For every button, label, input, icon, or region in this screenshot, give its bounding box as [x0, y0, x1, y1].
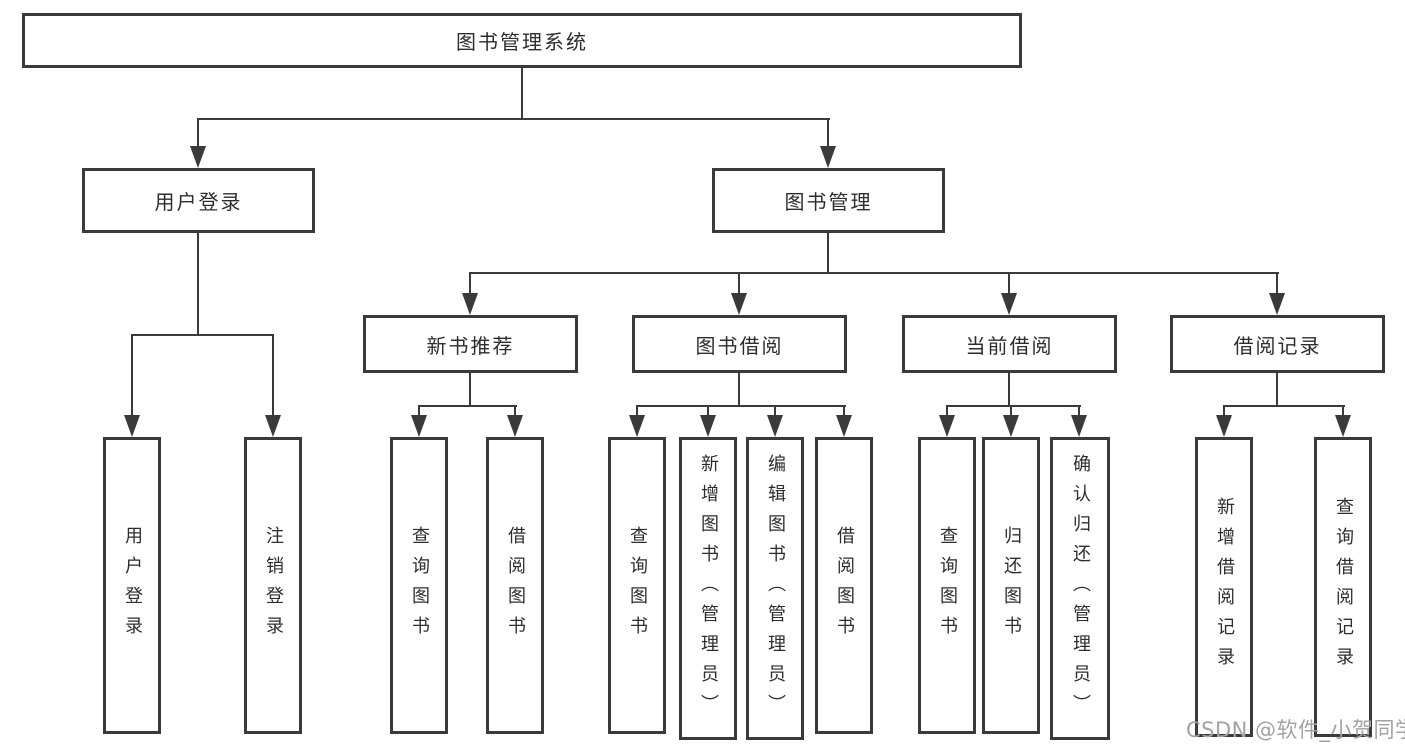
- node-new-book-recommend: 新书推荐: [363, 315, 578, 373]
- node-label: 新书推荐: [426, 333, 515, 358]
- connector-line: [1223, 405, 1225, 419]
- connector-line: [514, 405, 516, 419]
- leaf-label: 借阅图书: [505, 525, 526, 646]
- connector-line: [827, 233, 829, 274]
- arrowhead-down-icon: [462, 293, 478, 315]
- arrowhead-down-icon: [731, 293, 747, 315]
- connector-line: [1223, 405, 1345, 407]
- leaf-user-login: 用户登录: [103, 437, 161, 734]
- connector-line: [774, 405, 776, 419]
- node-label: 图书管理: [784, 190, 873, 214]
- leaf-newbooks-query-books: 查询图书: [390, 437, 448, 734]
- arrowhead-down-icon: [1335, 415, 1351, 437]
- leaf-label: 借阅图书: [834, 525, 855, 646]
- node-book-management: 图书管理: [712, 168, 945, 233]
- node-label: 图书借阅: [695, 333, 784, 358]
- node-label: 借阅记录: [1233, 333, 1322, 358]
- arrowhead-down-icon: [629, 415, 645, 437]
- arrowhead-down-icon: [1269, 293, 1285, 315]
- leaf-current-return-books: 归还图书: [982, 437, 1040, 734]
- connector-line: [1008, 272, 1010, 297]
- arrowhead-down-icon: [767, 415, 783, 437]
- leaf-newbooks-borrow-books: 借阅图书: [486, 437, 544, 734]
- connector-line: [827, 118, 829, 150]
- connector-line: [946, 405, 1081, 407]
- connector-line: [738, 272, 740, 297]
- leaf-logout-login: 注销登录: [244, 437, 302, 734]
- connector-line: [521, 68, 523, 120]
- leaf-label: 确认归还（管理员）: [1070, 453, 1091, 724]
- arrowhead-down-icon: [265, 415, 281, 437]
- leaf-label: 查询借阅记录: [1333, 497, 1354, 677]
- leaf-label: 查询图书: [409, 525, 430, 646]
- connector-line: [738, 373, 740, 407]
- arrowhead-down-icon: [1216, 415, 1232, 437]
- node-library-system: 图书管理系统: [22, 13, 1022, 68]
- arrowhead-down-icon: [836, 415, 852, 437]
- leaf-label: 查询图书: [937, 525, 958, 646]
- leaf-borrow-borrow-books: 借阅图书: [815, 437, 873, 734]
- connector-line: [1078, 405, 1080, 419]
- leaf-records-query-record: 查询借阅记录: [1314, 437, 1372, 737]
- leaf-label: 注销登录: [263, 525, 284, 646]
- csdn-watermark: CSDN @软件_小贺同学: [1186, 718, 1405, 742]
- connector-line: [843, 405, 845, 419]
- connector-line: [418, 405, 517, 407]
- connector-line: [1008, 373, 1010, 407]
- node-user-login: 用户登录: [82, 168, 315, 233]
- leaf-label: 新增图书（管理员）: [698, 453, 719, 724]
- node-label: 当前借阅: [965, 333, 1054, 358]
- arrowhead-down-icon: [1003, 415, 1019, 437]
- leaf-borrow-query-books: 查询图书: [608, 437, 666, 734]
- arrowhead-down-icon: [939, 415, 955, 437]
- arrowhead-down-icon: [411, 415, 427, 437]
- node-current-borrow: 当前借阅: [902, 315, 1117, 373]
- arrowhead-down-icon: [507, 415, 523, 437]
- arrowhead-down-icon: [820, 146, 836, 168]
- node-book-borrow: 图书借阅: [632, 315, 847, 373]
- leaf-current-query-books: 查询图书: [918, 437, 976, 734]
- connector-line: [469, 373, 471, 407]
- connector-line: [469, 272, 1279, 274]
- connector-line: [131, 334, 274, 336]
- connector-line: [636, 405, 638, 419]
- leaf-label: 编辑图书（管理员）: [765, 453, 786, 724]
- leaf-label: 归还图书: [1001, 525, 1022, 646]
- connector-line: [707, 405, 709, 419]
- connector-line: [1010, 405, 1012, 419]
- connector-line: [418, 405, 420, 419]
- leaf-borrow-add-books-admin: 新增图书（管理员）: [679, 437, 737, 740]
- leaf-label: 查询图书: [627, 525, 648, 646]
- connector-line: [272, 334, 274, 419]
- leaf-current-confirm-return-admin: 确认归还（管理员）: [1050, 437, 1110, 740]
- arrowhead-down-icon: [1001, 293, 1017, 315]
- node-label: 图书管理系统: [456, 30, 588, 54]
- connector-line: [1276, 272, 1278, 297]
- connector-line: [1342, 405, 1344, 419]
- connector-line: [469, 272, 471, 297]
- connector-line: [131, 334, 133, 419]
- arrowhead-down-icon: [700, 415, 716, 437]
- connector-line: [946, 405, 948, 419]
- leaf-label: 新增借阅记录: [1214, 497, 1235, 677]
- arrowhead-down-icon: [190, 146, 206, 168]
- connector-line: [197, 118, 199, 150]
- connector-line: [197, 118, 830, 120]
- arrowhead-down-icon: [1071, 415, 1087, 437]
- node-borrow-records: 借阅记录: [1170, 315, 1385, 373]
- leaf-borrow-edit-books-admin: 编辑图书（管理员）: [746, 437, 804, 740]
- connector-line: [636, 405, 846, 407]
- connector-line: [1276, 373, 1278, 407]
- leaf-records-add-record: 新增借阅记录: [1195, 437, 1253, 737]
- arrowhead-down-icon: [124, 415, 140, 437]
- connector-line: [197, 233, 199, 336]
- leaf-label: 用户登录: [122, 525, 143, 646]
- node-label: 用户登录: [154, 190, 243, 214]
